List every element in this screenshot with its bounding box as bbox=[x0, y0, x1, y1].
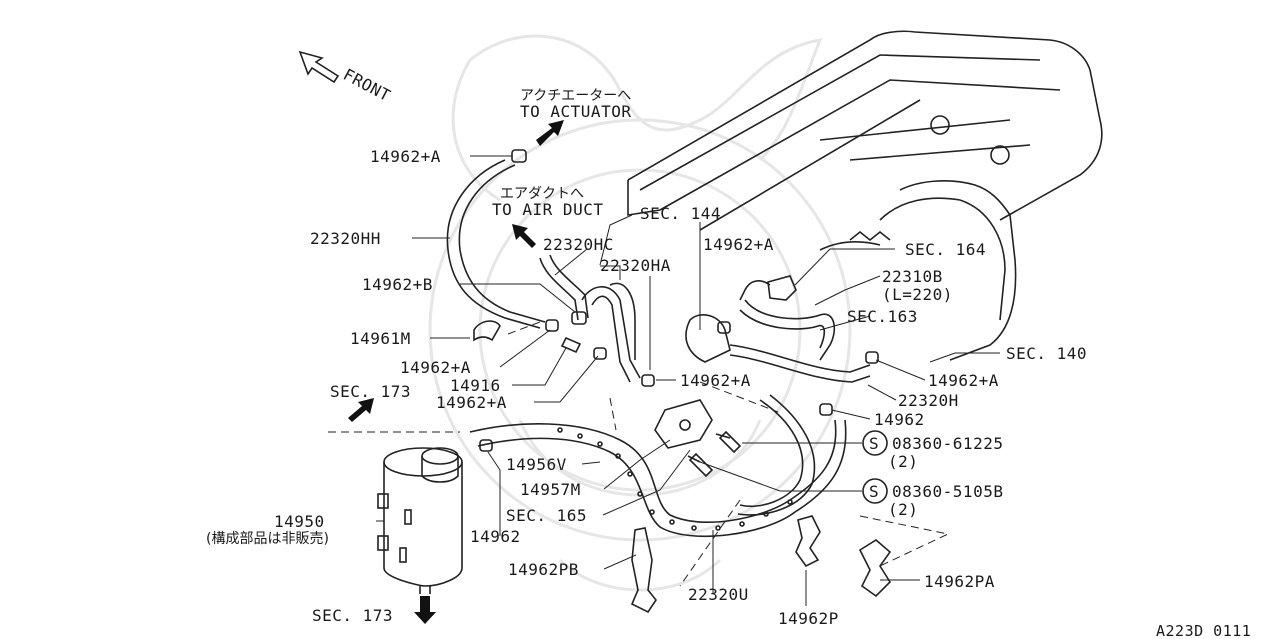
clamp-14962-bottom-icon bbox=[479, 439, 493, 452]
label-14956V: 14956V bbox=[506, 455, 567, 474]
label-sec140: SEC. 140 bbox=[1006, 344, 1087, 363]
label-sec164: SEC. 164 bbox=[905, 240, 986, 259]
clamp-14962A-center-icon bbox=[641, 374, 655, 387]
label-14950-note: (構成部品は非販売) bbox=[206, 531, 329, 547]
label-sec163: SEC.163 bbox=[847, 307, 918, 326]
canister-14950 bbox=[377, 447, 463, 594]
label-14962A-right: 14962+A bbox=[928, 371, 999, 390]
label-22320H: 22320H bbox=[898, 391, 959, 410]
label-14962PA: 14962PA bbox=[924, 572, 995, 591]
hose-14956V-evap bbox=[469, 419, 847, 537]
label-sec173-bottom: SEC. 173 bbox=[312, 606, 393, 625]
bracket-14962PB-icon bbox=[630, 527, 657, 614]
label-bolt-08360-61225: 08360-61225 bbox=[892, 434, 1003, 453]
standard-part-symbol-2: S bbox=[862, 478, 888, 504]
label-22320U: 22320U bbox=[688, 585, 749, 604]
svg-text:S: S bbox=[869, 434, 879, 453]
label-14962P: 14962P bbox=[778, 609, 839, 628]
label-22320HC: 22320HC bbox=[543, 235, 614, 254]
label-14962-bottom: 14962 bbox=[470, 527, 521, 546]
clamp-14962-right-icon bbox=[819, 403, 833, 416]
dashed-reference-lines bbox=[328, 321, 950, 587]
clamp-14962B-icon bbox=[571, 311, 587, 325]
valve-14956V bbox=[654, 399, 713, 449]
clamp-14962A-right-icon bbox=[865, 351, 879, 364]
label-sec165: SEC. 165 bbox=[506, 506, 587, 525]
clamp-14962A-left2-icon bbox=[593, 347, 607, 360]
hose-22320HH bbox=[446, 159, 546, 329]
clamp-14962A-left-icon bbox=[545, 319, 559, 332]
actuator-direction-arrow-icon bbox=[536, 120, 564, 146]
label-22320HH: 22320HH bbox=[310, 229, 381, 248]
hose-22320H bbox=[729, 344, 871, 383]
clamp-14962A-mid-icon bbox=[717, 321, 731, 334]
to-actuator-jp: アクチエーターへ bbox=[520, 88, 631, 104]
label-14962B: 14962+B bbox=[362, 275, 433, 294]
front-arrow-icon bbox=[298, 50, 340, 84]
clip-14962PA-icon bbox=[858, 539, 892, 598]
label-14961M: 14961M bbox=[350, 329, 411, 348]
label-22310B: 22310B bbox=[882, 267, 943, 286]
hose-22320HA bbox=[581, 282, 641, 383]
solenoid-sec144 bbox=[685, 314, 731, 363]
clamp-14961M-icon bbox=[473, 320, 501, 342]
label-14957M: 14957M bbox=[520, 480, 581, 499]
label-14962A-top: 14962+A bbox=[370, 147, 441, 166]
label-14962-right: 14962 bbox=[874, 410, 925, 429]
bolt-08360-61225-icon bbox=[715, 430, 742, 454]
engine-block-outline bbox=[627, 30, 1103, 361]
label-14950: 14950 bbox=[274, 512, 325, 531]
svg-text:S: S bbox=[869, 482, 879, 501]
standard-part-symbol-1: S bbox=[862, 430, 888, 456]
hose-22310B bbox=[739, 280, 836, 361]
label-bolt-08360-5105B-qty: (2) bbox=[888, 500, 918, 519]
hose-22320U bbox=[737, 394, 816, 516]
label-14962PB: 14962PB bbox=[508, 560, 579, 579]
label-14962A-center: 14962+A bbox=[680, 371, 751, 390]
label-22310B-length: (L=220) bbox=[882, 285, 953, 304]
clip-14962P-icon bbox=[795, 515, 821, 568]
front-label: FRONT bbox=[340, 65, 394, 106]
to-air-duct-jp: エアダクトへ bbox=[500, 186, 584, 202]
to-actuator-en: TO ACTUATOR bbox=[520, 102, 631, 121]
leader-lines bbox=[376, 155, 1000, 606]
air-duct-direction-arrow-icon bbox=[512, 224, 536, 248]
diagram-code: A223D 0111 bbox=[1156, 622, 1251, 639]
vacuum-tank-sec164-icon bbox=[767, 275, 797, 301]
label-sec144: SEC. 144 bbox=[640, 204, 721, 223]
label-sec173-top: SEC. 173 bbox=[330, 382, 411, 401]
sec173-bottom-arrow-icon bbox=[414, 596, 436, 624]
label-14962A-left2: 14962+A bbox=[436, 393, 507, 412]
sec173-top-arrow-icon bbox=[348, 398, 374, 422]
label-bolt-08360-5105B: 08360-5105B bbox=[892, 482, 1003, 501]
label-14962A-left: 14962+A bbox=[400, 358, 471, 377]
label-14962A-mid: 14962+A bbox=[703, 235, 774, 254]
check-valve-14916-icon bbox=[560, 336, 582, 354]
label-14916: 14916 bbox=[450, 376, 501, 395]
hose-22320HC bbox=[539, 254, 589, 321]
to-air-duct-en: TO AIR DUCT bbox=[492, 200, 603, 219]
label-bolt-08360-61225-qty: (2) bbox=[888, 452, 918, 471]
label-22320HA: 22320HA bbox=[600, 256, 671, 275]
